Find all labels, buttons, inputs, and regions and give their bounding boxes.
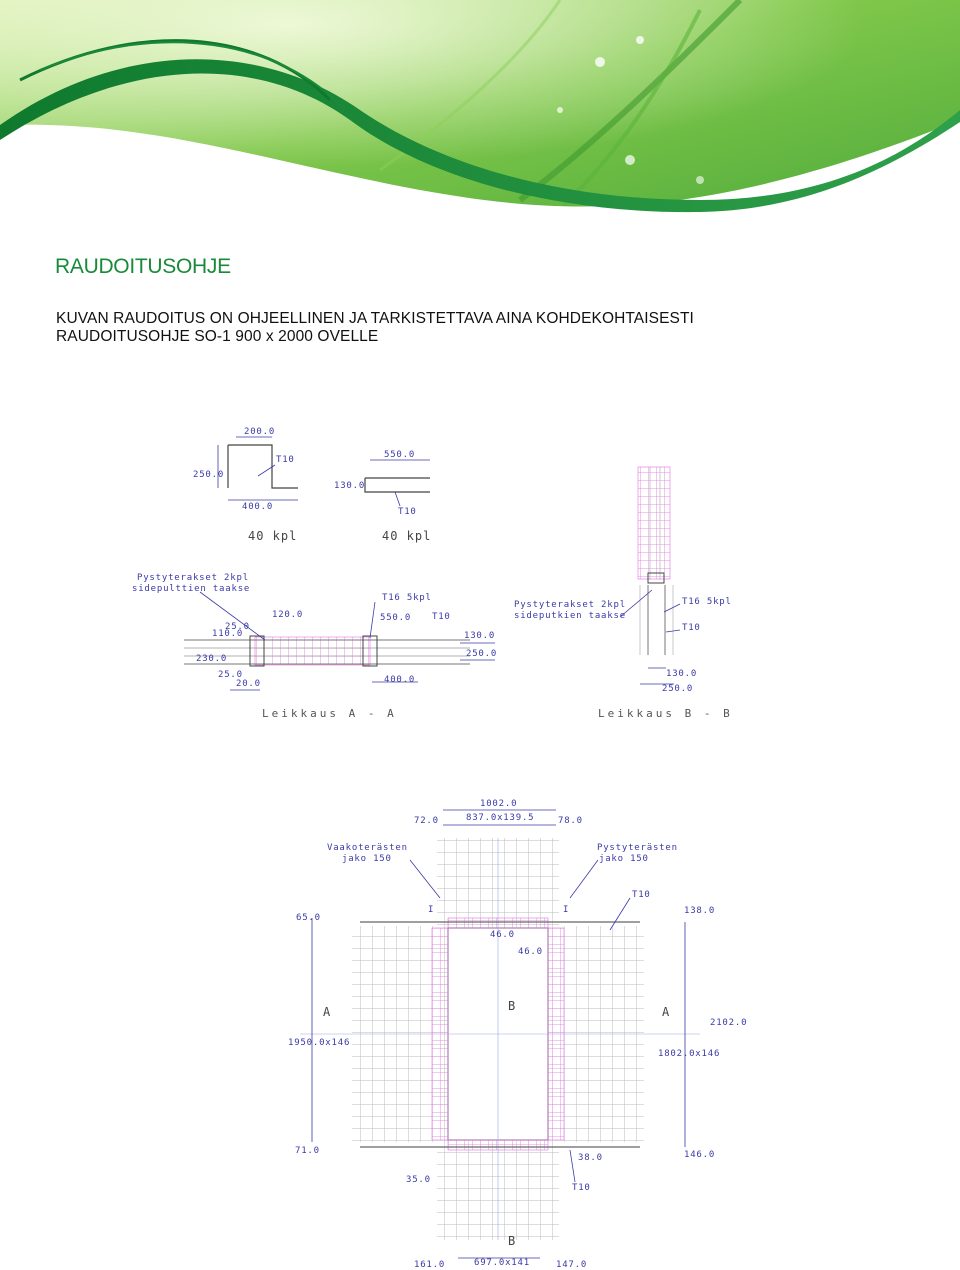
aa-dim-230: 230.0 [196,654,227,664]
elev-mark-i-right: I [563,905,569,915]
bar2-label: T10 [398,507,417,517]
subtitle-line-2: RAUDOITUSOHJE SO-1 900 x 2000 OVELLE [56,328,379,345]
elev-vertical-2: jako 150 [599,854,649,864]
elev-t10-bottom: T10 [572,1183,591,1193]
elev-dim-146: 146.0 [684,1150,715,1160]
elev-dim-1950: 1950.0x146 [288,1038,350,1048]
elev-mark-b-center: B [508,999,516,1013]
aa-label-t16: T16 5kpl [382,593,432,603]
bar-detail-1: 200.0 250.0 400.0 T10 40 kpl [193,427,298,543]
aa-dim-250: 250.0 [466,649,497,659]
bar1-dim-bottom: 400.0 [242,502,273,512]
elev-dim-46a: 46.0 [490,930,515,940]
elev-dim-65: 65.0 [296,913,321,923]
elev-mark-a-right: A [662,1005,670,1019]
elev-dim-1802: 1802.0x146 [658,1049,720,1059]
elev-horizontal-2: jako 150 [342,854,392,864]
section-bb: Pystyterakset 2kpl sideputkien taakse T1… [514,466,733,720]
elev-dim-2102: 2102.0 [710,1018,747,1028]
bb-label-t10: T10 [682,623,701,633]
aa-dim-400: 400.0 [384,675,415,685]
elev-dim-46b: 46.0 [518,947,543,957]
aa-caption: Leikkaus A - A [262,707,397,720]
bar1-dim-top: 200.0 [244,427,275,437]
elev-vertical-1: Pystyterästen [597,843,678,853]
wall-elevation: 1002.0 72.0 837.0x139.5 78.0 Vaakoteräst… [288,799,747,1270]
subtitle-line-1: KUVAN RAUDOITUS ON OHJEELLINEN JA TARKIS… [56,310,694,327]
aa-dim-120: 120.0 [272,610,303,620]
section-aa: Pystyterakset 2kpl sidepulttien taakse 1… [132,573,497,720]
elev-dim-161: 161.0 [414,1260,445,1270]
bb-dim-130: 130.0 [666,669,697,679]
bar-detail-2: 550.0 130.0 T10 40 kpl [334,450,431,543]
bb-label-t16: T16 5kpl [682,597,732,607]
elev-mark-b-bottom: B [508,1234,516,1248]
bar1-label: T10 [276,455,295,465]
bar2-count: 40 kpl [382,529,431,543]
bb-dim-250: 250.0 [662,684,693,694]
aa-dim-130: 130.0 [464,631,495,641]
elev-dim-spacing: 837.0x139.5 [466,813,534,823]
elev-mark-i-left: I [428,905,434,915]
elev-horizontal-1: Vaakoterästen [327,843,408,853]
elev-dim-71: 71.0 [295,1146,320,1156]
page-title: RAUDOITUSOHJE [55,255,231,278]
elev-dim-138: 138.0 [684,906,715,916]
aa-dim-20: 20.0 [236,679,261,689]
bar2-dim-left: 130.0 [334,481,365,491]
elev-dim-total: 1002.0 [480,799,517,809]
aa-dim-110: 110.0 [212,629,243,639]
elev-dim-35: 35.0 [406,1175,431,1185]
aa-callout-line-1: Pystyterakset 2kpl [137,573,249,583]
elev-dim-697: 697.0x141 [474,1258,530,1268]
bar1-dim-left: 250.0 [193,470,224,480]
bb-caption: Leikkaus B - B [598,707,733,720]
header-banner [0,0,960,240]
elev-dim-147: 147.0 [556,1260,587,1270]
elev-dim-left: 72.0 [414,816,439,826]
bb-callout-line-1: Pystyterakset 2kpl [514,600,626,610]
elev-mark-a-left: A [323,1005,331,1019]
bar1-count: 40 kpl [248,529,297,543]
elev-dim-right: 78.0 [558,816,583,826]
aa-dim-550: 550.0 [380,613,411,623]
aa-callout-line-2: sidepulttien taakse [132,584,250,594]
elev-dim-38: 38.0 [578,1153,603,1163]
elev-t10-top: T10 [632,890,651,900]
bb-callout-line-2: sideputkien taakse [514,611,626,621]
aa-dim-25b: 25.0 [218,670,243,680]
aa-dim-25a: 25.0 [225,622,250,632]
bar2-dim-top: 550.0 [384,450,415,460]
aa-label-t10: T10 [432,612,451,622]
